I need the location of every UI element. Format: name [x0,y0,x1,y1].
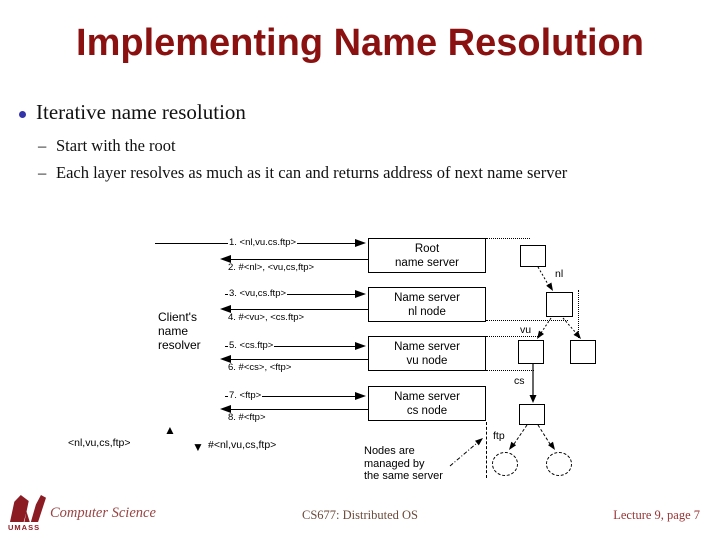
arrow-right-icon [355,342,366,350]
vu-name-server-box: Name server vu node [368,336,486,371]
arrowhead-icon [475,438,483,446]
tree-node-sibling [570,340,596,364]
client-label-line: resolver [158,338,201,352]
footer-department: Computer Science [50,505,156,521]
server-box-line: Name server [394,391,460,403]
edge-label-vu: vu [520,324,532,336]
tree-node-cs [519,404,545,425]
arrow-left-icon [220,255,231,263]
arrowhead-icon [548,441,555,450]
arrow-left-icon [220,405,231,413]
tree-node-nl [546,292,573,317]
dash-marker: – [38,136,47,155]
arrowhead-icon [537,330,544,339]
page-title: Implementing Name Resolution [76,22,644,64]
tree-edge-cs-leaf2 [537,424,551,445]
note-line: Nodes are [364,445,415,457]
server-box-line: cs node [406,405,448,417]
footer-course: CS677: Distributed OS [302,508,418,522]
note-line: the same server [364,470,443,482]
message-label-2: 2. #<nl>, <vu,cs,ftp> [228,262,315,273]
message-label-5: 5. <cs.ftp> [228,340,275,351]
client-label-line: Client's [158,310,197,324]
same-server-note: Nodes are managed by the same server [364,445,443,483]
message-label-8: 8. #<ftp> [228,412,266,423]
footer-page-number: Lecture 9, page 7 [613,508,700,522]
server-box-line: vu node [406,355,448,367]
dotted-connector [486,370,534,371]
dotted-connector [486,336,538,337]
tree-leaf-node [546,452,572,476]
client-resolver-label: Client's name resolver [158,310,201,352]
umass-logo-mark-icon [10,495,46,522]
arrow-left-icon [220,305,231,313]
root-name-server-box: Root name server [368,238,486,273]
message-line-3 [225,294,355,295]
sub-bullet-2: –Each layer resolves as much as it can a… [38,163,567,183]
sub-bullet-2-text: Each layer resolves as much as it can an… [56,163,568,182]
dotted-connector-vertical [578,290,579,338]
message-label-6: 6. #<cs>, <ftp> [228,362,292,373]
message-line-6 [231,359,368,360]
tree-node-root [520,245,546,267]
message-line-8 [231,409,368,410]
server-box-line: Name server [394,341,460,353]
server-box-line: nl node [408,306,446,318]
same-server-dashed-line [486,422,487,478]
bullet-text: Iterative name resolution [36,100,246,124]
umass-logo-text: UMASS [8,523,41,532]
umass-logo: UMASS [8,495,48,533]
sub-bullet-1: –Start with the root [38,136,176,156]
cs-name-server-box: Name server cs node [368,386,486,421]
server-box-line: Root [414,243,440,255]
edge-label-nl: nl [555,268,564,280]
down-arrow-icon: ▼ [192,440,204,454]
tree-node-vu [518,340,544,364]
message-label-4: 4. #<vu>, <cs.ftp> [228,312,305,323]
dotted-connector [486,320,568,321]
bullet-dot-icon [19,111,26,118]
note-pointer-line [449,442,478,467]
arrow-left-icon [220,355,231,363]
message-line-5 [225,346,355,347]
message-label-7: 7. <ftp> [228,390,263,401]
message-line-4 [231,309,368,310]
message-line-7 [225,396,355,397]
message-label-3: 3. <vu,cs.ftp> [228,288,288,299]
edge-label-cs: cs [514,375,525,387]
client-label-line: name [158,324,189,338]
arrow-right-icon [355,239,366,247]
note-line: managed by [364,457,425,470]
dash-marker: – [38,163,47,182]
bottom-result-label: #<nl,vu,cs,ftp> [208,439,277,451]
server-box-line: name server [395,257,459,269]
tree-leaf-node [492,452,518,476]
dotted-connector [486,238,530,239]
tree-edge-root-nl [537,266,550,287]
message-label-1: 1. <nl,vu.cs.ftp> [228,237,298,248]
message-line-2 [231,259,368,260]
arrowhead-icon [529,395,537,403]
sub-bullet-1-text: Start with the root [56,136,176,155]
server-box-line: Name server [394,292,460,304]
arrowhead-icon [509,441,517,450]
arrow-right-icon [355,290,366,298]
arrow-right-icon [355,392,366,400]
tree-edge-cs-leaf1 [513,424,528,445]
up-arrow-icon: ▲ [164,423,176,437]
bottom-query-label: <nl,vu,cs,ftp> [68,437,131,449]
edge-label-ftp: ftp [493,430,505,442]
arrowhead-icon [546,282,553,291]
nl-name-server-box: Name server nl node [368,287,486,322]
